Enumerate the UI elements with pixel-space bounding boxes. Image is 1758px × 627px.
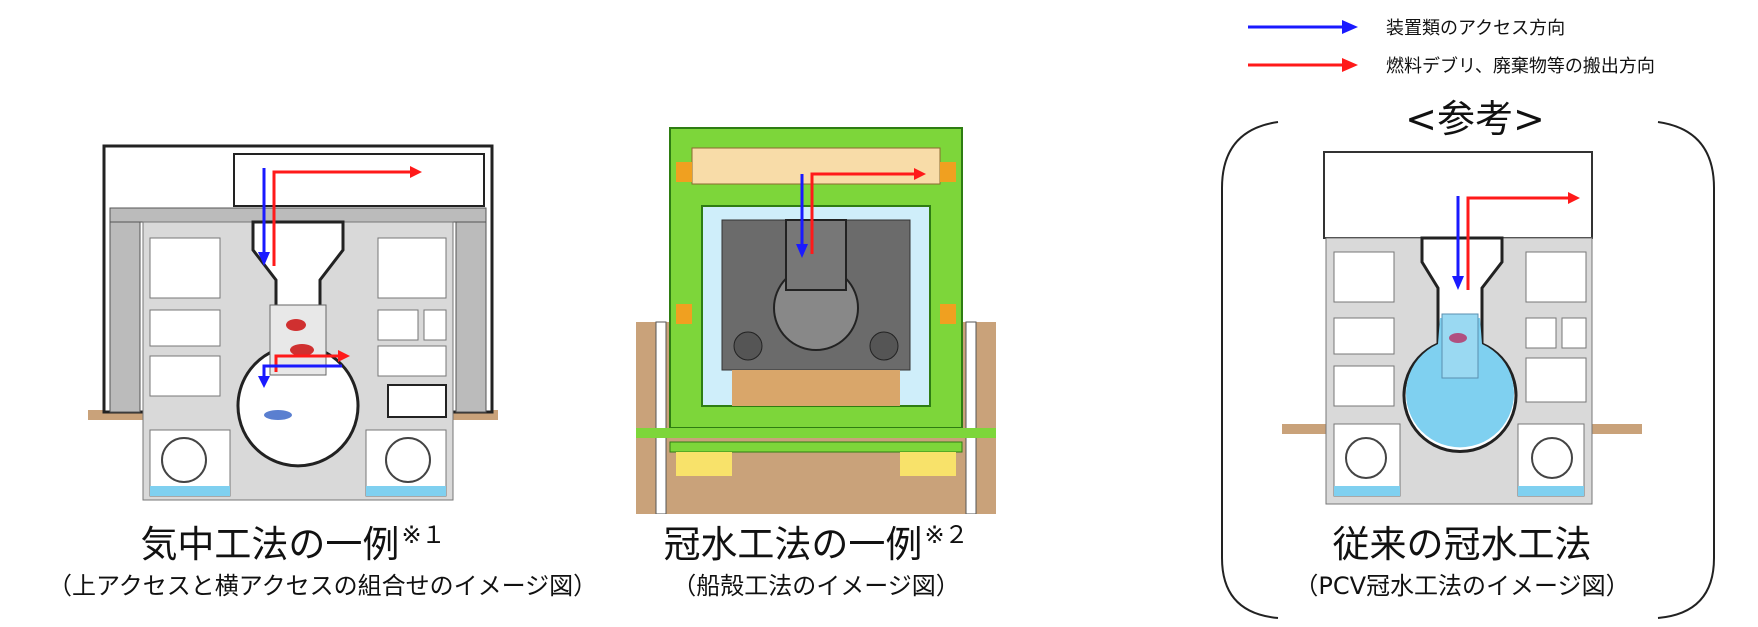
shield-left [109, 221, 141, 413]
shield-roof [109, 207, 487, 223]
panel-3-subtitle: （PCV冠水工法のイメージ図） [1294, 572, 1630, 600]
upper-enclosure [233, 153, 485, 207]
panel-3-title-text: 従来の冠水工法 [1332, 523, 1592, 566]
diagram-air-method [88, 144, 498, 501]
panel-2-title-text: 冠水工法の一例 [663, 523, 923, 566]
diagram-hull-method [636, 127, 996, 514]
blue-arrow-icon [1248, 20, 1358, 34]
panel-1-title: 気中工法の一例※１ [88, 514, 498, 568]
panel-1-subtitle: （上アクセスと横アクセスの組合せのイメージ図） [48, 572, 598, 600]
reference-bracket [1221, 121, 1715, 619]
diagram-pcv-flooding [1282, 151, 1642, 505]
panel-2-title: 冠水工法の一例※２ [636, 514, 996, 568]
panel-2-note: ※２ [924, 521, 969, 549]
red-arrow-icon [1248, 58, 1358, 72]
panel-3-title: 従来の冠水工法 [1282, 514, 1642, 568]
panel-2-subtitle: （船殻工法のイメージ図） [672, 572, 960, 600]
legend-label-removal: 燃料デブリ、廃棄物等の搬出方向 [1386, 56, 1655, 77]
shield-right [455, 221, 487, 413]
pcv-water [1406, 318, 1514, 448]
legend-item-access: 装置類のアクセス方向 [1248, 14, 1565, 40]
panel-1-title-text: 気中工法の一例 [140, 523, 400, 566]
legend-label-access: 装置類のアクセス方向 [1386, 18, 1566, 39]
reference-label: <参考> [1405, 97, 1545, 141]
legend-item-removal: 燃料デブリ、廃棄物等の搬出方向 [1248, 52, 1655, 78]
panel-1-note: ※１ [401, 521, 446, 549]
